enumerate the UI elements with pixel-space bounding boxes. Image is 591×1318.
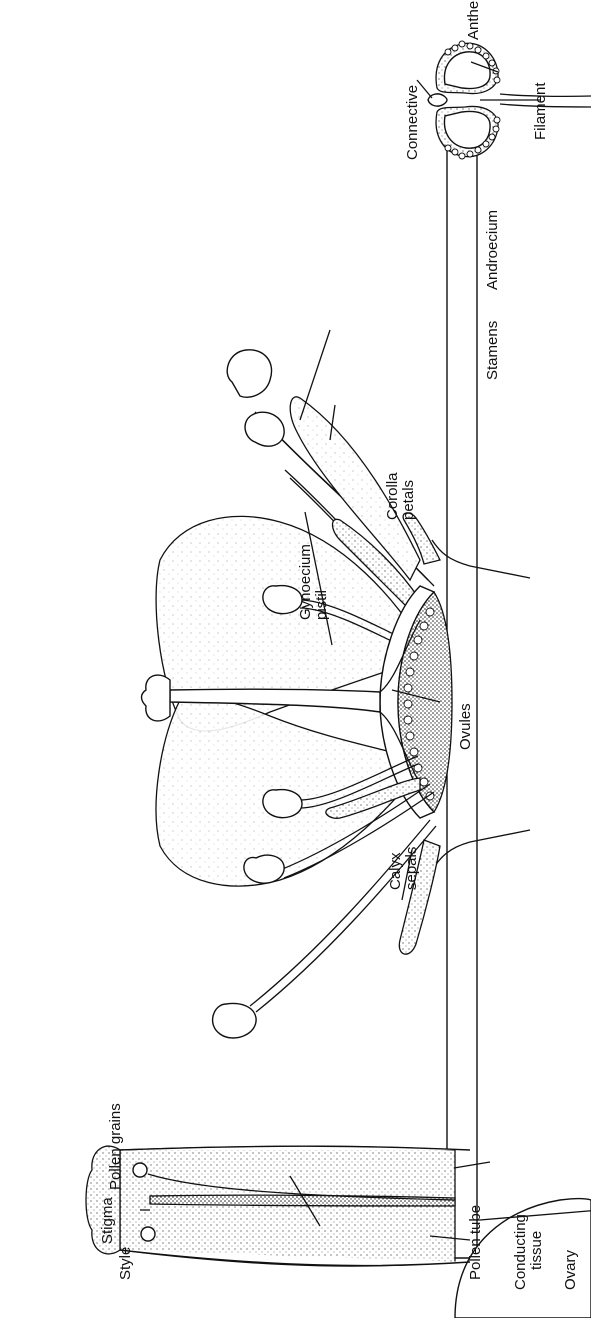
label-gynoecium: Gynoecium <box>297 544 314 620</box>
label-pollen-tube: Pollen tube <box>467 1205 484 1280</box>
label-stigma: Stigma <box>99 1197 116 1244</box>
label-petals: petals <box>400 480 417 520</box>
label-pistil: pistil <box>313 590 330 620</box>
label-filament: Filament <box>532 82 549 140</box>
label-style: Style <box>117 1247 134 1280</box>
label-androecium: Androecium <box>484 210 501 290</box>
label-pollen-grains: Pollen grains <box>107 1103 124 1190</box>
label-corolla: Corolla <box>384 472 401 520</box>
label-stamens: Stamens <box>484 321 501 380</box>
pollen-grain-1 <box>133 1163 147 1177</box>
pollen-grain-2 <box>141 1227 155 1241</box>
label-conducting: Conducting <box>512 1214 529 1290</box>
label-ovules: Ovules <box>457 703 474 750</box>
label-tissue: tissue <box>528 1231 545 1270</box>
label-calyx: Calyx <box>387 852 404 890</box>
label-sepals: sepals <box>403 847 420 890</box>
label-connective: Connective <box>404 85 421 160</box>
anther-top <box>227 350 271 397</box>
stamen-detail <box>428 41 591 1258</box>
pistil-stigma <box>142 675 171 721</box>
label-ovary: Ovary <box>562 1249 579 1290</box>
label-anther: Anther <box>465 0 482 40</box>
